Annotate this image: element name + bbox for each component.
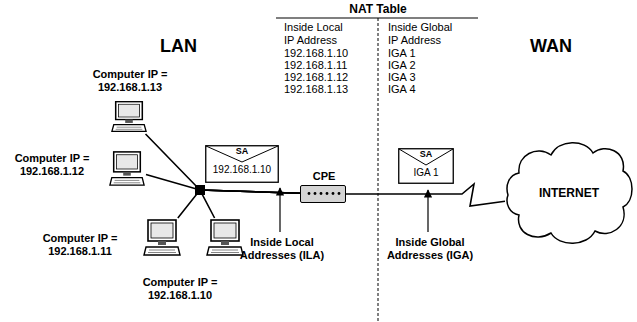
table-header: Inside Local IP Address bbox=[284, 21, 350, 47]
packet-envelope: SA192.168.1.10 bbox=[205, 145, 279, 183]
computer-node: Computer IP = 192.168.1.12 bbox=[108, 150, 146, 188]
table-cell: IGA 3 bbox=[388, 71, 468, 84]
computer-icon bbox=[205, 218, 245, 258]
envelope-tag: SA bbox=[398, 148, 454, 159]
device-label: CPE bbox=[291, 170, 357, 182]
leader-arrow bbox=[279, 188, 280, 232]
table-header: Inside Global IP Address bbox=[388, 21, 464, 47]
table-cell: 192.168.1.11 bbox=[284, 59, 364, 72]
computer-icon bbox=[108, 150, 146, 188]
computer-node: Computer IP = 192.168.1.11 bbox=[142, 218, 182, 258]
computer-label: Computer IP = 192.168.1.10 bbox=[130, 276, 230, 302]
address-text: IGA 1 bbox=[398, 159, 454, 179]
lan-cable bbox=[200, 190, 300, 218]
cpe-router: CPE bbox=[300, 185, 346, 203]
envelope-tag: SA bbox=[205, 145, 279, 156]
lan-cable bbox=[146, 134, 300, 193]
table-cell: IGA 1 bbox=[388, 47, 468, 60]
callout-label: Inside Global Addresses (IGA) bbox=[380, 236, 480, 262]
device-lights bbox=[301, 186, 344, 201]
lan-cable bbox=[178, 190, 300, 218]
boundary-line bbox=[378, 18, 379, 322]
computer-icon bbox=[110, 100, 148, 134]
table-cell: IGA 4 bbox=[388, 83, 468, 96]
wan-link bbox=[346, 184, 505, 206]
computer-label: Computer IP = 192.168.1.12 bbox=[6, 152, 98, 178]
table-cell: IGA 2 bbox=[388, 59, 468, 72]
table-cell: 192.168.1.10 bbox=[284, 47, 364, 60]
table-cell: 192.168.1.12 bbox=[284, 71, 364, 84]
computer-label: Computer IP = 192.168.1.11 bbox=[30, 232, 130, 258]
leader-arrow bbox=[427, 190, 428, 232]
table-underline bbox=[276, 17, 478, 18]
region-label: LAN bbox=[160, 36, 220, 56]
address-text: 192.168.1.10 bbox=[205, 156, 279, 176]
cloud-label: INTERNET bbox=[539, 186, 599, 200]
packet-envelope: SAIGA 1 bbox=[398, 148, 454, 184]
computer-icon bbox=[142, 218, 182, 258]
region-label: WAN bbox=[530, 36, 590, 56]
computer-node: Computer IP = 192.168.1.10 bbox=[205, 218, 245, 258]
computer-label: Computer IP = 192.168.1.13 bbox=[84, 68, 176, 94]
table-cell: 192.168.1.13 bbox=[284, 83, 364, 96]
internet-cloud: INTERNET bbox=[505, 135, 633, 250]
computer-node: Computer IP = 192.168.1.13 bbox=[110, 100, 148, 134]
callout-label: Inside Local Addresses (ILA) bbox=[234, 236, 330, 262]
table-title: NAT Table bbox=[328, 3, 428, 15]
